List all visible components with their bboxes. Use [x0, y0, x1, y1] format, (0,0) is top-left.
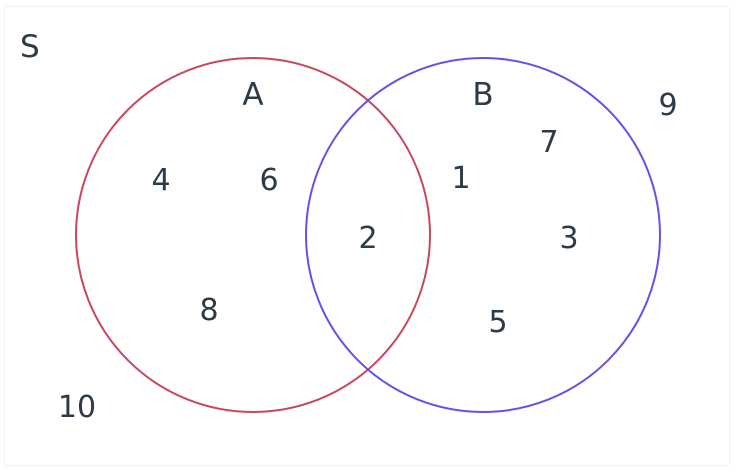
element-label: 7	[539, 125, 558, 160]
element-label: 4	[151, 163, 170, 198]
element-label: 3	[559, 221, 578, 256]
element-label: 10	[58, 390, 96, 425]
element-label: 1	[451, 161, 470, 196]
diagram-frame	[4, 6, 730, 466]
set-b-circle	[305, 57, 661, 413]
element-label: 6	[259, 163, 278, 198]
universe-label: S	[20, 29, 40, 65]
set-a-circle	[75, 57, 431, 413]
element-label: 5	[488, 305, 507, 340]
set-a-label: A	[242, 77, 263, 113]
element-label: 9	[658, 88, 677, 123]
set-b-label: B	[472, 77, 493, 113]
element-label: 2	[358, 221, 377, 256]
element-label: 8	[199, 293, 218, 328]
